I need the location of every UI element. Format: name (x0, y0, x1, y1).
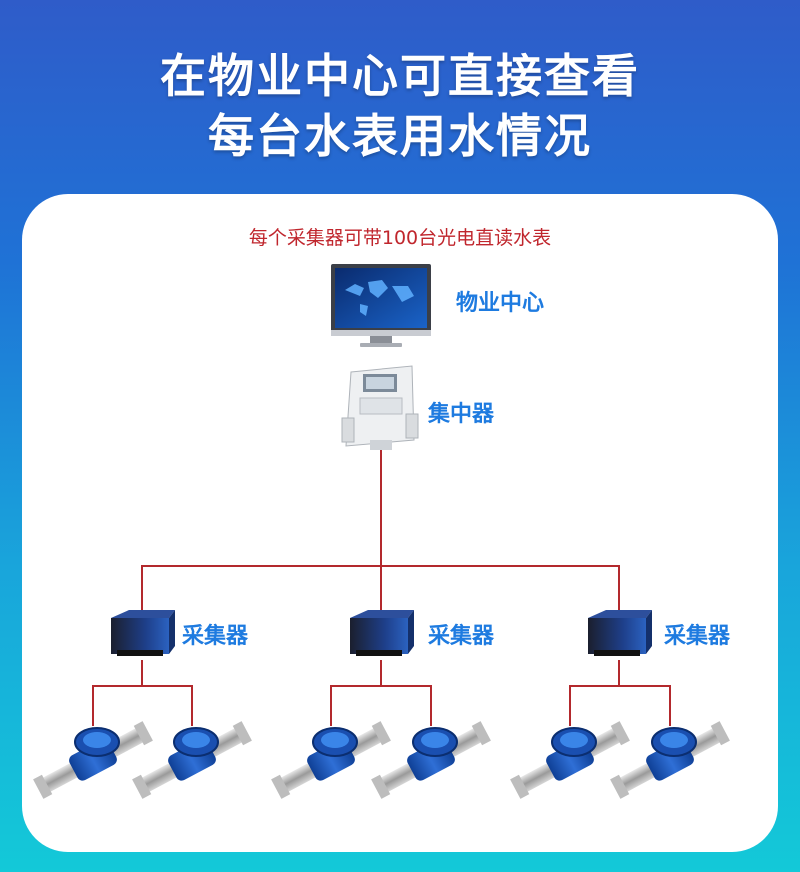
concentrator-label: 集中器 (428, 402, 495, 427)
water-meter-1 (33, 721, 153, 799)
water-meter-2 (132, 721, 252, 799)
collector-label-3: 采集器 (664, 624, 731, 649)
meter-line-group-3 (569, 660, 671, 726)
meter-line-group-2 (330, 660, 432, 726)
meter-line-group-1 (92, 660, 193, 726)
water-meter-5 (510, 721, 630, 799)
monitor-icon (331, 264, 431, 347)
property-center-label: 物业中心 (456, 291, 545, 316)
headline-line-2: 每台水表用水情况 (208, 109, 592, 163)
water-meter-4 (371, 721, 491, 799)
collector-device-3 (588, 610, 652, 656)
water-meter-3 (271, 721, 391, 799)
concentrator-icon (341, 365, 419, 450)
headline-line-1: 在物业中心可直接查看 (160, 49, 640, 103)
collector-label-2: 采集器 (428, 624, 495, 649)
water-meter-6 (610, 721, 730, 799)
connection-lines (92, 450, 671, 726)
collector-label-1: 采集器 (182, 624, 249, 649)
diagram-subtitle: 每个采集器可带100台光电直读水表 (248, 227, 552, 249)
collector-device-2 (350, 610, 414, 656)
collector-device-1 (111, 610, 175, 656)
